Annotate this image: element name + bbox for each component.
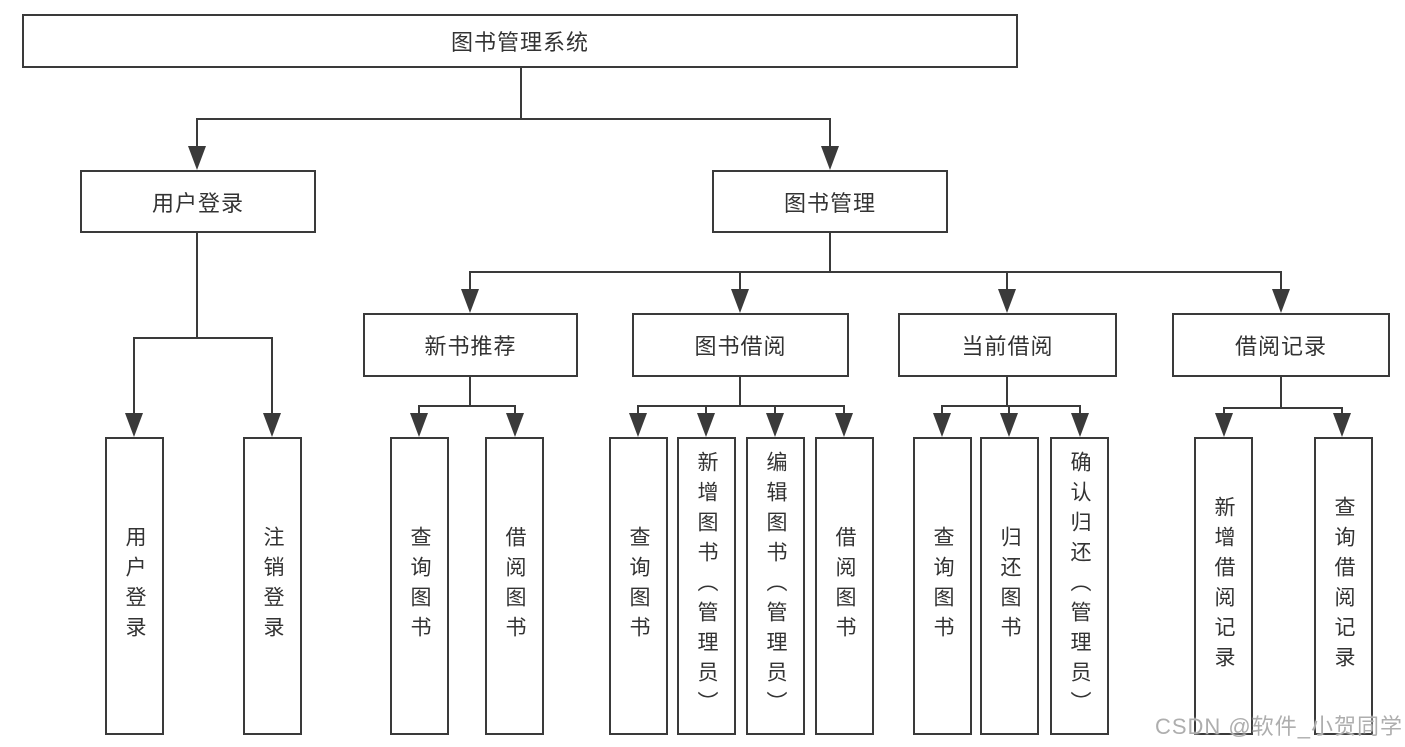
arrowhead-new-book xyxy=(461,289,479,313)
arrowhead-borrowing-records xyxy=(1272,289,1290,313)
arrowhead-add-book xyxy=(697,413,715,437)
edge-drop-book-management xyxy=(829,118,831,152)
edge-book-borrowing-bar xyxy=(637,405,845,407)
node-current-borrowing: 当前借阅 xyxy=(898,313,1117,377)
arrowhead-borrow-borrowing xyxy=(835,413,853,437)
leaf-add-borrow-record: 新增借阅记录 xyxy=(1194,437,1253,735)
edge-drop-current-borrowing xyxy=(1006,271,1008,293)
edge-borrowing-records-stem xyxy=(1280,377,1282,409)
leaf-query-books-borrowing: 查询图书 xyxy=(609,437,668,735)
arrowhead-query-borrowing xyxy=(629,413,647,437)
arrowhead-query-record xyxy=(1333,413,1351,437)
edge-current-borrowing-bar xyxy=(941,405,1081,407)
edge-book-borrowing-stem xyxy=(739,377,741,407)
leaf-borrow-books-recommend: 借阅图书 xyxy=(485,437,544,735)
edge-drop-query-current xyxy=(941,405,943,419)
edge-drop-edit-book xyxy=(774,405,776,419)
edge-drop-borrowing-records xyxy=(1280,271,1282,293)
leaf-query-books-current: 查询图书 xyxy=(913,437,972,735)
arrowhead-confirm-return xyxy=(1071,413,1089,437)
node-book-management: 图书管理 xyxy=(712,170,948,233)
edge-drop-new-book xyxy=(469,271,471,293)
arrowhead-edit-book xyxy=(766,413,784,437)
edge-drop-query-borrowing xyxy=(637,405,639,419)
arrowhead-query-current xyxy=(933,413,951,437)
edge-root-stem xyxy=(520,68,522,120)
edge-borrowing-records-bar xyxy=(1223,407,1343,409)
leaf-query-books-recommend: 查询图书 xyxy=(390,437,449,735)
edge-drop-add-book xyxy=(705,405,707,419)
edge-drop-confirm-return xyxy=(1079,405,1081,419)
leaf-add-book-admin: 新增图书（管理员） xyxy=(677,437,736,735)
edge-drop-leaf-logout xyxy=(271,337,273,419)
leaf-logout: 注销登录 xyxy=(243,437,302,735)
node-book-borrowing: 图书借阅 xyxy=(632,313,849,377)
leaf-borrow-books-borrowing: 借阅图书 xyxy=(815,437,874,735)
arrowhead-leaf-logout xyxy=(263,413,281,437)
edge-new-book-bar xyxy=(418,405,516,407)
arrowhead-query-recommend xyxy=(410,413,428,437)
edge-root-bar xyxy=(196,118,831,120)
edge-user-login-bar xyxy=(133,337,273,339)
edge-drop-return-books xyxy=(1008,405,1010,419)
leaf-user-login: 用户登录 xyxy=(105,437,164,735)
edge-current-borrowing-stem xyxy=(1006,377,1008,407)
arrowhead-book-management xyxy=(821,146,839,170)
edge-drop-user-login xyxy=(196,118,198,152)
arrowhead-book-borrowing xyxy=(731,289,749,313)
leaf-edit-book-admin: 编辑图书（管理员） xyxy=(746,437,805,735)
edge-drop-borrow-borrowing xyxy=(843,405,845,419)
csdn-watermark: CSDN @软件_小贺同学 xyxy=(1154,714,1403,739)
edge-book-management-stem xyxy=(829,233,831,273)
edge-book-management-bar xyxy=(469,271,1282,273)
arrowhead-add-record xyxy=(1215,413,1233,437)
leaf-return-books: 归还图书 xyxy=(980,437,1039,735)
arrowhead-return-books xyxy=(1000,413,1018,437)
node-library-management-system: 图书管理系统 xyxy=(22,14,1018,68)
edge-drop-query-recommend xyxy=(418,405,420,419)
edge-user-login-stem xyxy=(196,233,198,339)
edge-drop-book-borrowing xyxy=(739,271,741,293)
arrowhead-user-login xyxy=(188,146,206,170)
arrowhead-leaf-user-login xyxy=(125,413,143,437)
leaf-confirm-return-admin: 确认归还（管理员） xyxy=(1050,437,1109,735)
node-borrowing-records: 借阅记录 xyxy=(1172,313,1390,377)
arrowhead-current-borrowing xyxy=(998,289,1016,313)
edge-drop-leaf-user-login xyxy=(133,337,135,419)
node-new-book-recommendation: 新书推荐 xyxy=(363,313,578,377)
node-user-login: 用户登录 xyxy=(80,170,316,233)
edge-drop-borrow-recommend xyxy=(514,405,516,419)
arrowhead-borrow-recommend xyxy=(506,413,524,437)
leaf-query-borrow-record: 查询借阅记录 xyxy=(1314,437,1373,735)
edge-new-book-stem xyxy=(469,377,471,407)
